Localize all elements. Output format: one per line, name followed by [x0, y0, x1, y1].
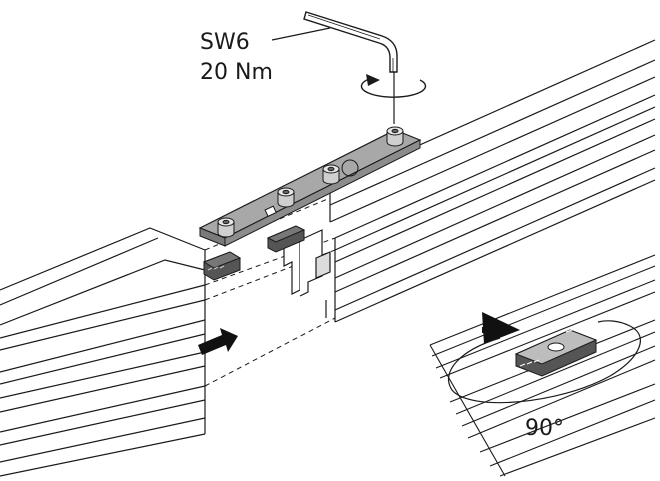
slot-nut-left	[202, 251, 242, 281]
slot-nut-right	[266, 225, 306, 253]
inset-detail	[429, 254, 656, 477]
rotation-angle-label: 90°	[525, 416, 564, 441]
connector-plate	[198, 129, 422, 247]
torque-label: 20 Nm	[200, 60, 273, 85]
inset-slot-nut	[514, 325, 598, 377]
washer-ring	[341, 159, 359, 177]
inset-rotation-ellipse	[447, 320, 641, 404]
connector-profile	[283, 229, 331, 297]
leader-line-sw6	[271, 27, 331, 41]
push-arrow-icon	[198, 328, 238, 355]
bolt-1	[217, 217, 235, 238]
right-rail-profile	[325, 39, 656, 323]
rotation-arrow-icon	[360, 74, 427, 98]
bolt-4-tightened	[386, 126, 404, 147]
left-rail-profile	[0, 227, 206, 477]
bolt-2	[277, 187, 295, 208]
hex-key-icon	[303, 11, 398, 124]
tool-size-label: SW6	[200, 30, 250, 55]
bolt-3	[322, 164, 340, 185]
